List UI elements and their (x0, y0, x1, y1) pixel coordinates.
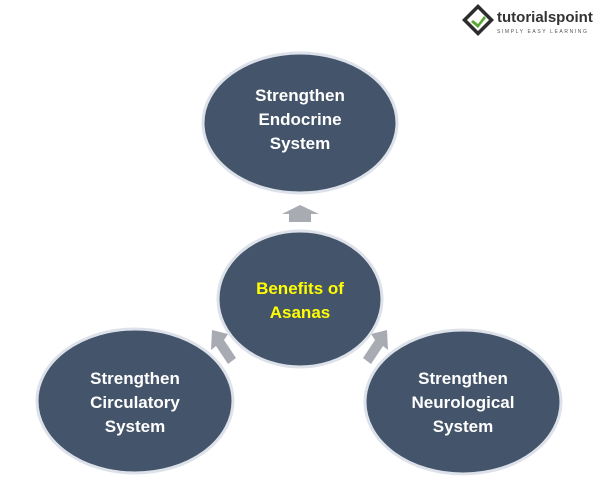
node-endocrine: Strengthen Endocrine System (201, 51, 399, 195)
arrow-up-left-icon (211, 330, 236, 364)
node-label: System (433, 417, 493, 436)
node-circulatory: Strengthen Circulatory System (35, 327, 235, 475)
node-center-benefits: Benefits of Asanas (216, 229, 384, 369)
node-label: Circulatory (90, 393, 180, 412)
arrow-up-icon (282, 205, 319, 222)
center-label: Asanas (270, 303, 330, 322)
tutorialspoint-logo: tutorialspoint SIMPLY EASY LEARNING (462, 4, 593, 36)
logo-tagline: SIMPLY EASY LEARNING (497, 29, 588, 35)
node-label: Neurological (412, 393, 515, 412)
node-label: System (270, 134, 330, 153)
node-label: Endocrine (258, 110, 341, 129)
arrow-up-right-icon (363, 330, 388, 364)
node-neurological: Strengthen Neurological System (363, 328, 563, 476)
node-label: Strengthen (418, 369, 508, 388)
node-label: System (105, 417, 165, 436)
logo-name: tutorialspoint (497, 9, 593, 26)
center-label: Benefits of (256, 279, 344, 298)
node-label: Strengthen (255, 86, 345, 105)
node-label: Strengthen (90, 369, 180, 388)
